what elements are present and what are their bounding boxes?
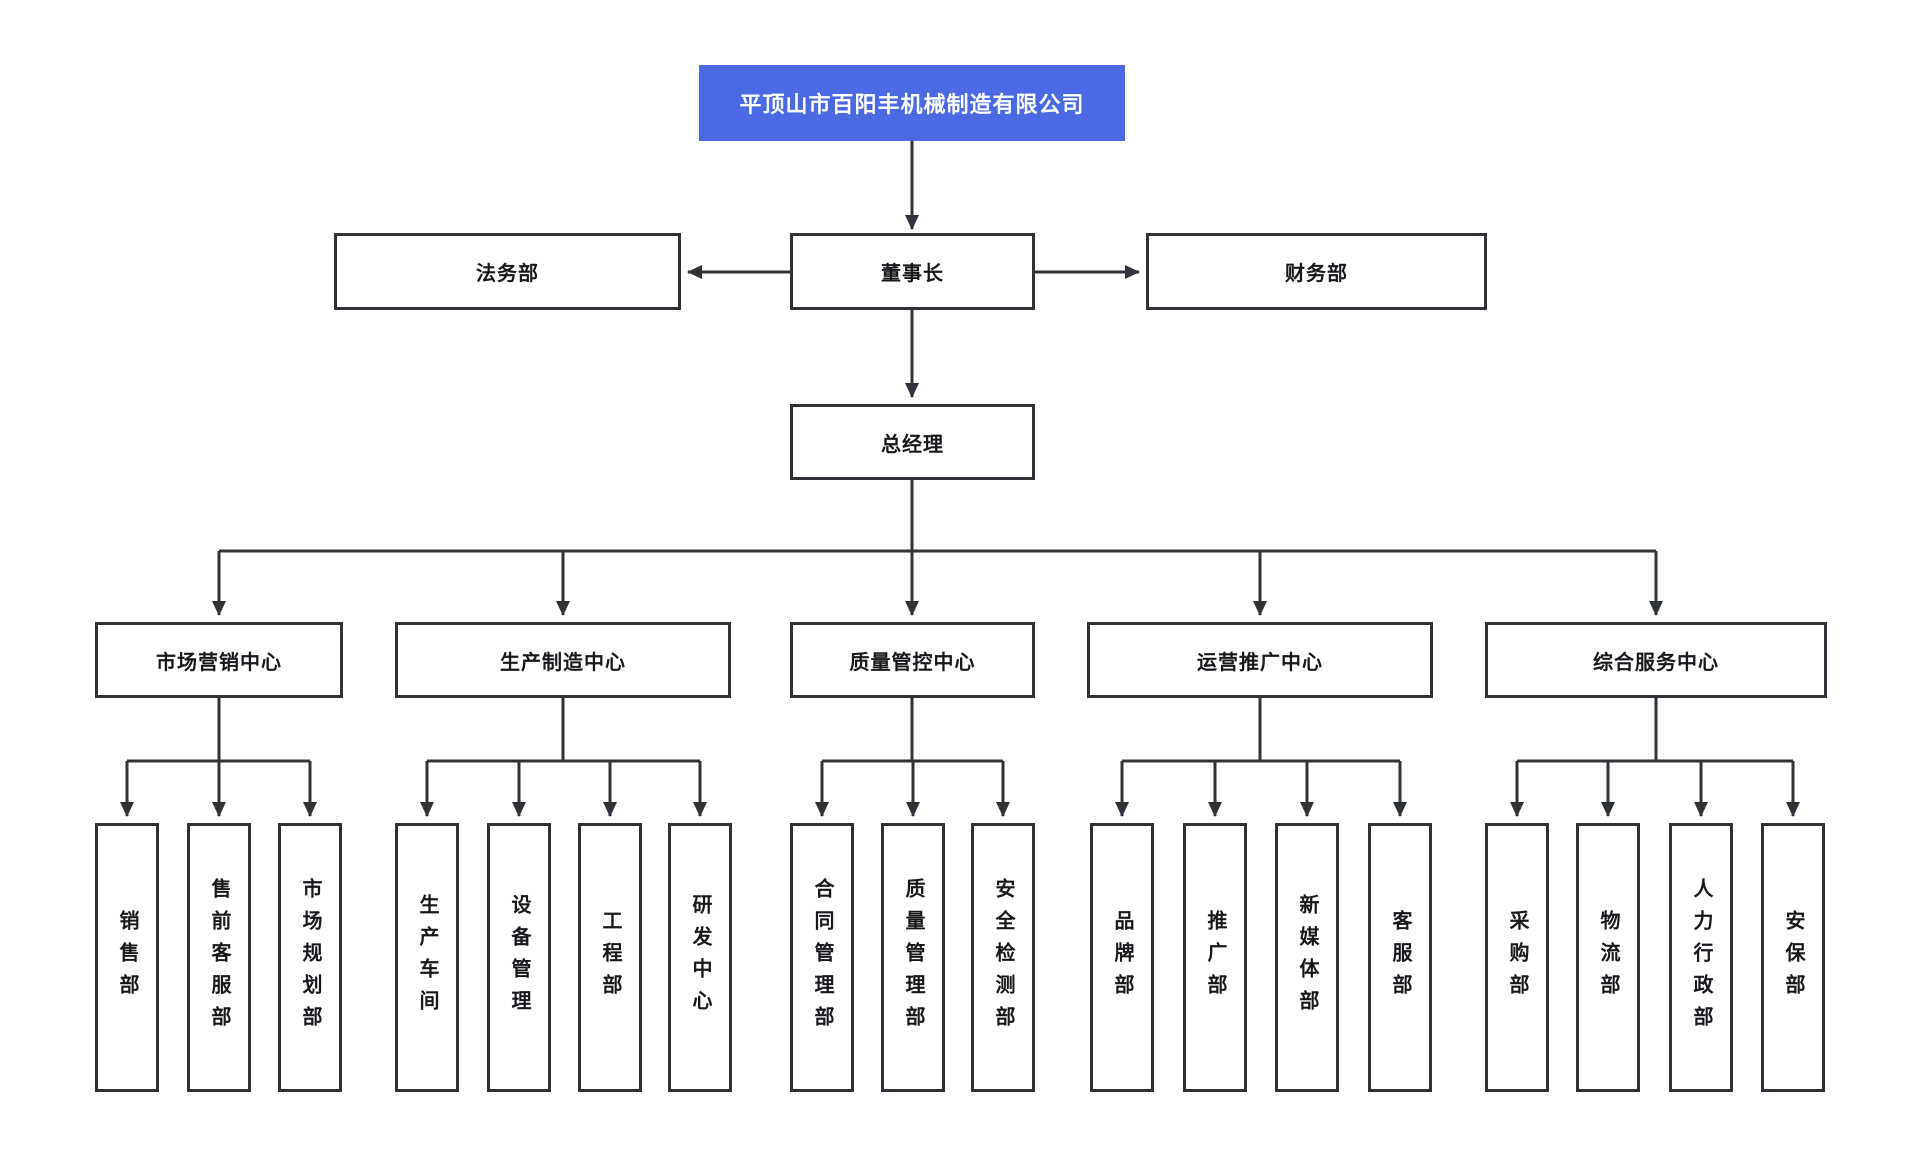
- dept-label: 物流部: [1597, 909, 1619, 1006]
- dept-node-production-workshop: 生产车间: [395, 823, 459, 1092]
- dept-node-quality-management: 质量管理部: [881, 823, 945, 1092]
- dept-node-market-planning: 市场规划部: [278, 823, 342, 1092]
- center-node-services: 综合服务中心: [1485, 622, 1827, 698]
- dept-node-contract-management: 合同管理部: [790, 823, 854, 1092]
- center-node-quality: 质量管控中心: [790, 622, 1035, 698]
- dept-label: 品牌部: [1111, 909, 1133, 1006]
- dept-node-equipment-management: 设备管理: [487, 823, 551, 1092]
- dept-label: 人力行政部: [1690, 877, 1712, 1038]
- dept-node-engineering: 工程部: [578, 823, 642, 1092]
- dept-label: 合同管理部: [811, 877, 833, 1038]
- dept-node-hr-admin: 人力行政部: [1669, 823, 1733, 1092]
- dept-label: 安全检测部: [992, 877, 1014, 1038]
- center-node-production: 生产制造中心: [395, 622, 731, 698]
- dept-label: 售前客服部: [208, 877, 230, 1038]
- dept-node-logistics: 物流部: [1576, 823, 1640, 1092]
- company-root-node: 平顶山市百阳丰机械制造有限公司: [699, 65, 1125, 141]
- dept-node-procurement: 采购部: [1485, 823, 1549, 1092]
- dept-node-brand: 品牌部: [1090, 823, 1154, 1092]
- general-manager-node: 总经理: [790, 404, 1035, 480]
- dept-node-presales-service: 售前客服部: [187, 823, 251, 1092]
- center-node-operations: 运营推广中心: [1087, 622, 1433, 698]
- dept-node-security: 安保部: [1761, 823, 1825, 1092]
- dept-label: 设备管理: [508, 893, 530, 1022]
- dept-node-new-media: 新媒体部: [1275, 823, 1339, 1092]
- dept-label: 采购部: [1506, 909, 1528, 1006]
- dept-node-sales: 销售部: [95, 823, 159, 1092]
- dept-label: 质量管理部: [902, 877, 924, 1038]
- dept-label: 研发中心: [689, 893, 711, 1022]
- dept-node-rnd-center: 研发中心: [668, 823, 732, 1092]
- dept-label: 推广部: [1204, 909, 1226, 1006]
- dept-node-customer-service: 客服部: [1368, 823, 1432, 1092]
- chairman-node: 董事长: [790, 233, 1035, 310]
- dept-label: 安保部: [1782, 909, 1804, 1006]
- dept-label: 销售部: [116, 909, 138, 1006]
- dept-label: 市场规划部: [299, 877, 321, 1038]
- dept-label: 客服部: [1389, 909, 1411, 1006]
- center-node-marketing: 市场营销中心: [95, 622, 343, 698]
- dept-label: 新媒体部: [1296, 893, 1318, 1022]
- finance-dept-node: 财务部: [1146, 233, 1487, 310]
- dept-label: 生产车间: [416, 893, 438, 1022]
- legal-dept-node: 法务部: [334, 233, 681, 310]
- dept-label: 工程部: [599, 909, 621, 1006]
- dept-node-safety-inspection: 安全检测部: [971, 823, 1035, 1092]
- dept-node-promotion: 推广部: [1183, 823, 1247, 1092]
